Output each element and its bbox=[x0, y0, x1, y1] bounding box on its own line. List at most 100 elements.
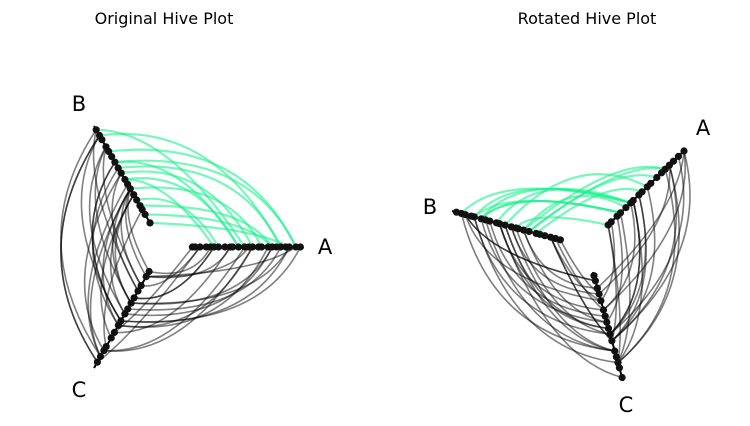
edge-b-c bbox=[484, 219, 615, 352]
edge-c-a bbox=[600, 221, 616, 302]
node-b bbox=[92, 126, 100, 134]
edge-b-c bbox=[510, 226, 615, 352]
panel-title-rotated: Rotated Hive Plot bbox=[518, 9, 657, 28]
edge-a-b bbox=[124, 178, 216, 248]
node-a bbox=[249, 243, 257, 251]
node-a bbox=[221, 243, 229, 251]
node-c bbox=[110, 328, 118, 336]
edge-c-a bbox=[140, 246, 201, 287]
node-a bbox=[647, 179, 655, 187]
panel-rotated: Rotated Hive Plot A B C bbox=[423, 9, 711, 417]
axis-label-b-original: B bbox=[72, 92, 86, 116]
node-c bbox=[608, 337, 616, 345]
edge-b-c bbox=[554, 238, 605, 311]
node-a bbox=[234, 243, 243, 251]
node-b bbox=[532, 229, 540, 237]
edge-c-a bbox=[127, 246, 282, 311]
edge-a-b bbox=[473, 199, 621, 218]
edge-c-a bbox=[114, 246, 231, 334]
edge-b-c bbox=[549, 236, 602, 302]
edge-c-a bbox=[617, 200, 644, 364]
node-b bbox=[477, 215, 485, 223]
edge-c-a bbox=[611, 186, 656, 342]
edge-b-c bbox=[464, 214, 596, 282]
node-c bbox=[107, 334, 115, 342]
node-b bbox=[130, 191, 138, 199]
node-a bbox=[674, 152, 683, 160]
edge-b-c bbox=[489, 220, 606, 317]
node-c bbox=[618, 373, 626, 382]
edge-b-c bbox=[473, 216, 611, 335]
node-b bbox=[492, 219, 500, 227]
node-c bbox=[121, 310, 129, 318]
node-c bbox=[134, 287, 142, 295]
edge-a-b bbox=[522, 194, 627, 231]
edges-original bbox=[60, 128, 302, 363]
edge-c-a bbox=[133, 246, 215, 300]
edge-c-a bbox=[146, 246, 250, 278]
node-b bbox=[95, 131, 104, 140]
edge-c-a bbox=[124, 246, 273, 317]
node-a bbox=[258, 243, 266, 251]
edge-a-b bbox=[504, 173, 648, 226]
edge-b-c bbox=[549, 236, 613, 342]
node-a bbox=[622, 204, 630, 212]
edge-a-b bbox=[114, 159, 297, 248]
nodes-rotated bbox=[451, 147, 688, 382]
edge-b-c bbox=[89, 188, 131, 357]
edge-a-b bbox=[495, 187, 632, 224]
node-b bbox=[467, 212, 475, 220]
node-c bbox=[606, 330, 614, 338]
node-c bbox=[611, 347, 619, 355]
nodes-original bbox=[92, 125, 304, 369]
node-b bbox=[507, 223, 515, 231]
edge-b-c bbox=[124, 188, 147, 277]
edge-c-a bbox=[607, 224, 621, 363]
node-a bbox=[196, 243, 204, 251]
node-c bbox=[601, 312, 609, 320]
node-a bbox=[296, 243, 304, 251]
edge-a-b bbox=[139, 204, 274, 248]
node-b bbox=[452, 208, 461, 216]
edge-c-a bbox=[103, 246, 246, 352]
edge-c-a bbox=[617, 212, 631, 364]
node-b bbox=[146, 219, 154, 227]
edge-b-c bbox=[464, 214, 602, 302]
node-a bbox=[285, 243, 293, 251]
edge-b-c bbox=[460, 213, 615, 352]
edge-b-c bbox=[60, 129, 102, 357]
edge-c-a bbox=[120, 246, 291, 323]
node-b bbox=[111, 158, 119, 166]
node-b bbox=[121, 175, 129, 184]
axis-label-a-rotated: A bbox=[696, 116, 711, 140]
axis-label-c-original: C bbox=[72, 378, 87, 402]
edge-c-a bbox=[617, 168, 676, 364]
edge-c-a bbox=[606, 216, 624, 323]
edge-a-b bbox=[522, 165, 666, 231]
node-c bbox=[612, 353, 621, 361]
edge-b-c bbox=[83, 172, 122, 352]
node-b bbox=[525, 227, 533, 236]
node-b bbox=[114, 164, 122, 172]
node-c bbox=[130, 294, 138, 302]
node-c bbox=[595, 290, 603, 298]
axis-label-c-rotated: C bbox=[619, 393, 634, 417]
node-c bbox=[96, 352, 105, 361]
node-b bbox=[102, 143, 110, 151]
edge-b-c bbox=[549, 236, 613, 342]
node-c bbox=[604, 324, 613, 332]
panel-title-original: Original Hive Plot bbox=[95, 9, 234, 28]
node-c bbox=[599, 306, 608, 314]
node-a bbox=[638, 188, 646, 196]
node-a bbox=[653, 173, 661, 182]
panel-original: Original Hive Plot A B C bbox=[60, 9, 333, 402]
edge-c-a bbox=[118, 246, 269, 328]
node-c bbox=[603, 318, 611, 326]
node-b bbox=[547, 233, 555, 241]
edge-b-c bbox=[522, 229, 607, 324]
node-a bbox=[680, 147, 688, 155]
node-c bbox=[127, 299, 135, 307]
edge-c-a bbox=[120, 246, 302, 323]
edge-b-c bbox=[91, 167, 120, 326]
node-c bbox=[142, 273, 150, 281]
